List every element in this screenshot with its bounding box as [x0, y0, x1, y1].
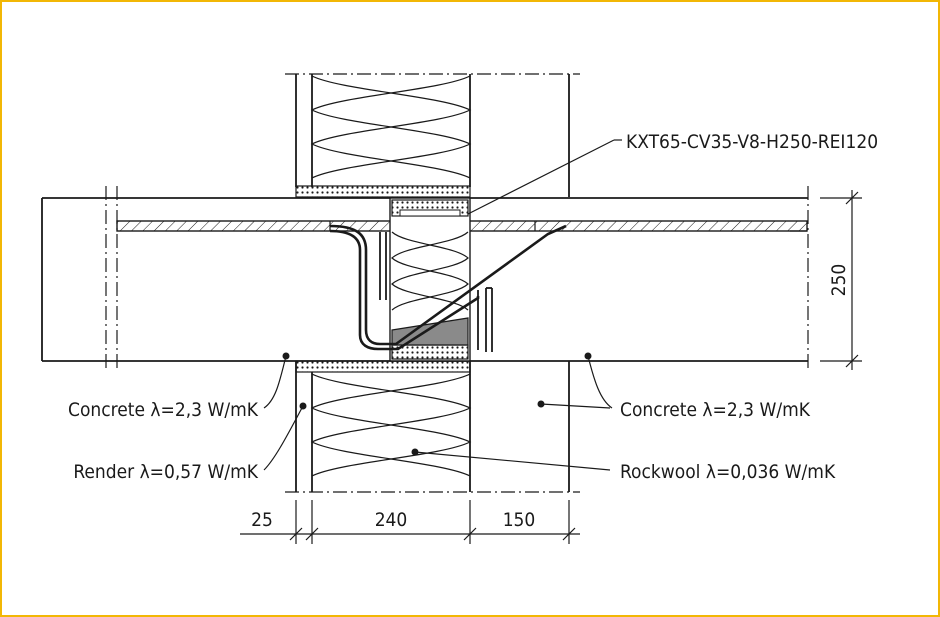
connector-insulation — [389, 197, 471, 362]
product-label: KXT65-CV35-V8-H250-REI120 — [626, 131, 878, 153]
render-label: Render λ=0,57 W/mK — [73, 461, 258, 483]
concrete-dimension: 150 — [503, 509, 536, 531]
render-dimension: 25 — [251, 509, 273, 531]
rockwool-label: Rockwool λ=0,036 W/mK — [620, 461, 836, 483]
concrete-left-label: Concrete λ=2,3 W/mK — [68, 399, 259, 421]
upper-wall — [285, 73, 580, 198]
shear-bar — [329, 224, 567, 352]
slab-height-dimension: 250 — [820, 190, 862, 370]
slab-height-value: 250 — [828, 264, 850, 297]
annotation-leaders — [263, 139, 622, 471]
lower-wall — [285, 360, 580, 493]
concrete-right-label: Concrete λ=2,3 W/mK — [620, 399, 811, 421]
wall-dimensions: 25 240 150 — [240, 500, 580, 544]
insulation-dimension: 240 — [375, 509, 408, 531]
